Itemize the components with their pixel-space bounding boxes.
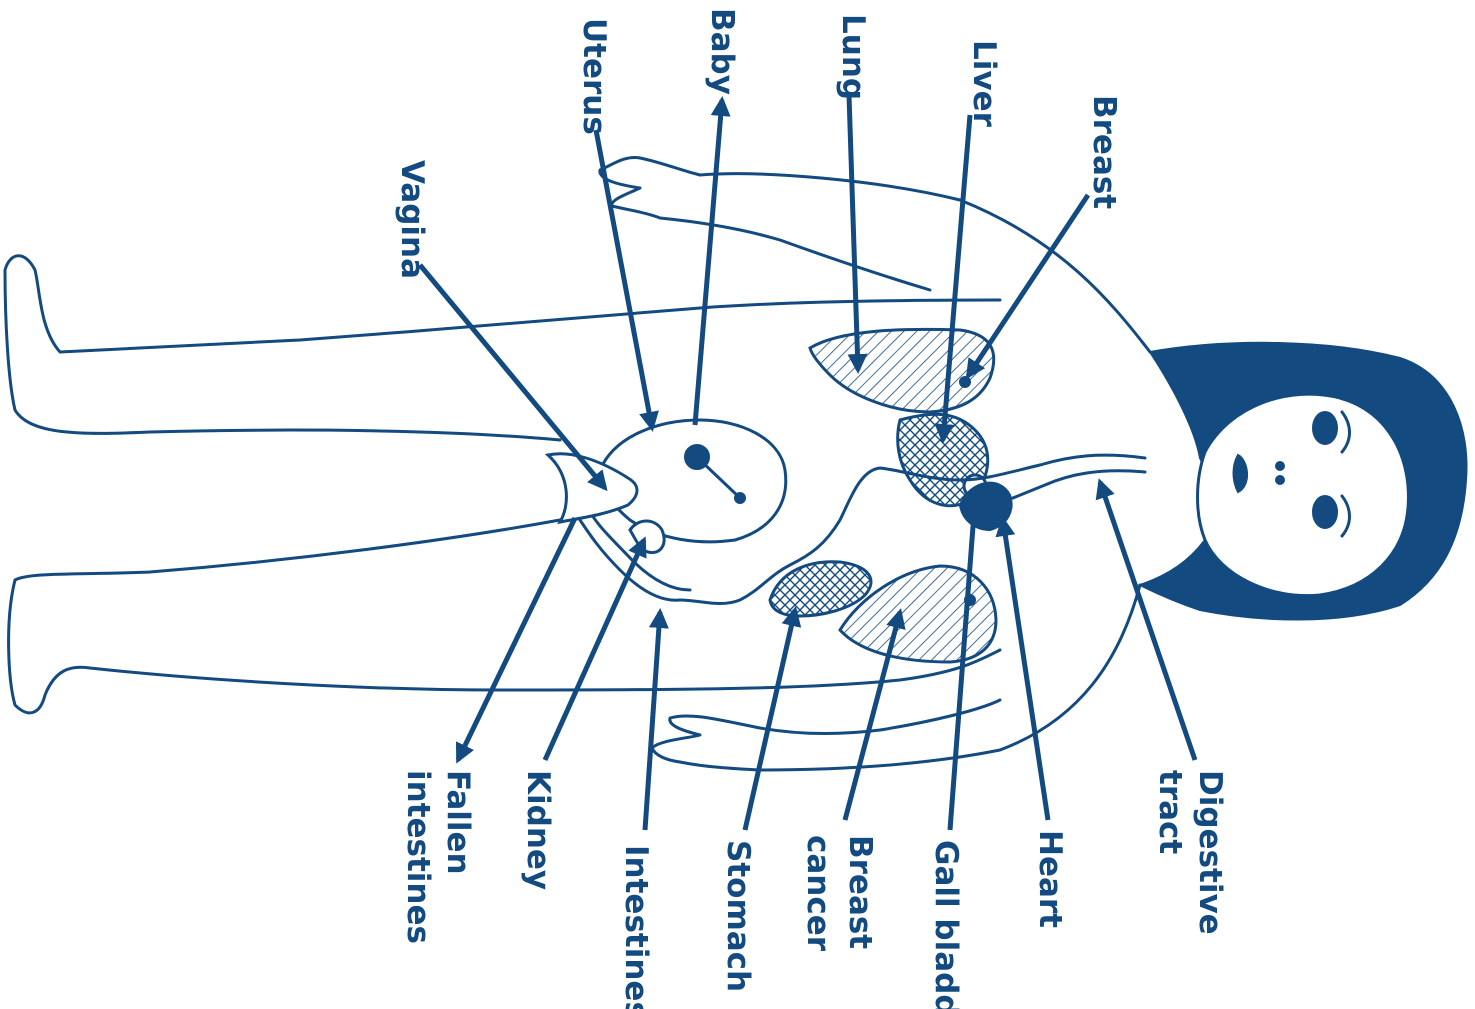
label-breast-cancer-1: Breast [842,835,878,949]
breast-upper [810,329,994,412]
face [1198,394,1409,596]
body-figure [5,157,1467,770]
label-fallen-intestines-2: intestines [400,770,436,944]
nostril [1276,476,1284,484]
label-heart: Heart [1032,830,1068,928]
label-lung: Lung [835,14,871,100]
label-liver: Liver [966,40,1002,128]
label-vagina: Vagina [394,160,430,279]
label-baby: Baby [704,8,740,95]
label-fallen-intestines-1: Fallen [440,770,476,875]
label-breast-cancer-2: cancer [800,835,836,952]
arrows [420,95,1195,830]
label-intestines: Intestines [618,845,654,1009]
label-breast: Breast [1086,95,1122,209]
label-stomach: Stomach [720,840,756,992]
label-uterus: Uterus [576,18,612,135]
labels: Uterus Baby Lung Liver Breast Vagina Fal… [394,8,1228,1009]
label-kidney: Kidney [520,770,556,890]
label-digestive-tract-1: Digestive [1192,770,1228,935]
kidney [630,521,664,553]
nostril [1276,462,1284,470]
label-digestive-tract-2: tract [1152,770,1188,854]
label-gall-bladder: Gall bladder [928,840,964,1009]
